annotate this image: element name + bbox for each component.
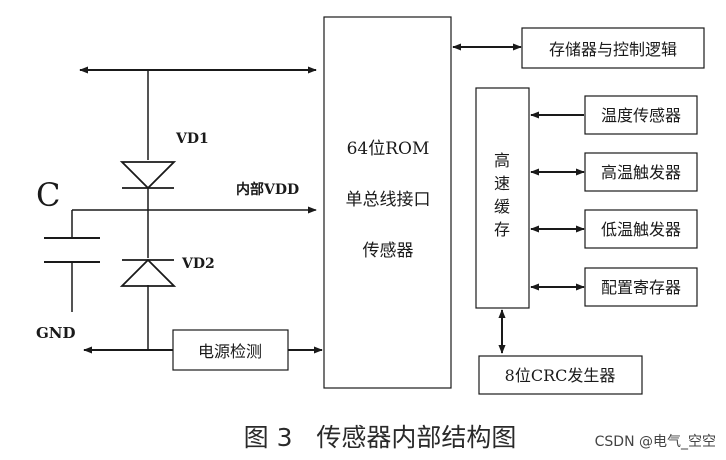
high-trigger-label: 高温触发器 (601, 163, 681, 182)
temp-sensor-box (584, 95, 698, 135)
diode-vd1 (119, 161, 177, 190)
power-detect-box (172, 329, 289, 371)
vd1-label: VD1 (175, 131, 209, 147)
cache-char-2: 速 (494, 174, 510, 193)
config-register-label: 配置寄存器 (601, 278, 681, 297)
memory-control-box (521, 27, 705, 69)
cache-char-1: 高 (494, 151, 510, 170)
watermark: CSDN @电气_空空 (595, 434, 716, 450)
capacitor-label: C (36, 176, 60, 214)
crc-generator-label: 8位CRC发生器 (505, 366, 616, 385)
cache-box (475, 87, 530, 309)
rom-label: 64位ROM (347, 139, 430, 159)
rom-interface-box (323, 16, 452, 389)
capacitor-symbol (44, 210, 100, 312)
figure-caption: 图 3 传感器内部结构图 (244, 423, 517, 452)
config-register-box (584, 267, 698, 307)
diode-vd2 (119, 258, 177, 287)
low-trigger-label: 低温触发器 (601, 220, 681, 239)
vd2-label: VD2 (181, 256, 215, 272)
cache-char-4: 存 (494, 220, 510, 239)
crc-generator-box (478, 355, 643, 395)
bus-interface-label: 单总线接口 (346, 190, 431, 210)
power-detect-label: 电源检测 (198, 342, 262, 361)
gnd-label: GND (36, 324, 76, 342)
sensor-label: 传感器 (363, 241, 414, 261)
cache-char-3: 缓 (494, 197, 510, 216)
low-trigger-box (584, 209, 698, 249)
high-trigger-box (584, 152, 698, 192)
internal-vdd-label: 内部VDD (236, 181, 299, 198)
memory-control-label: 存储器与控制逻辑 (549, 40, 677, 59)
temp-sensor-label: 温度传感器 (601, 106, 681, 125)
